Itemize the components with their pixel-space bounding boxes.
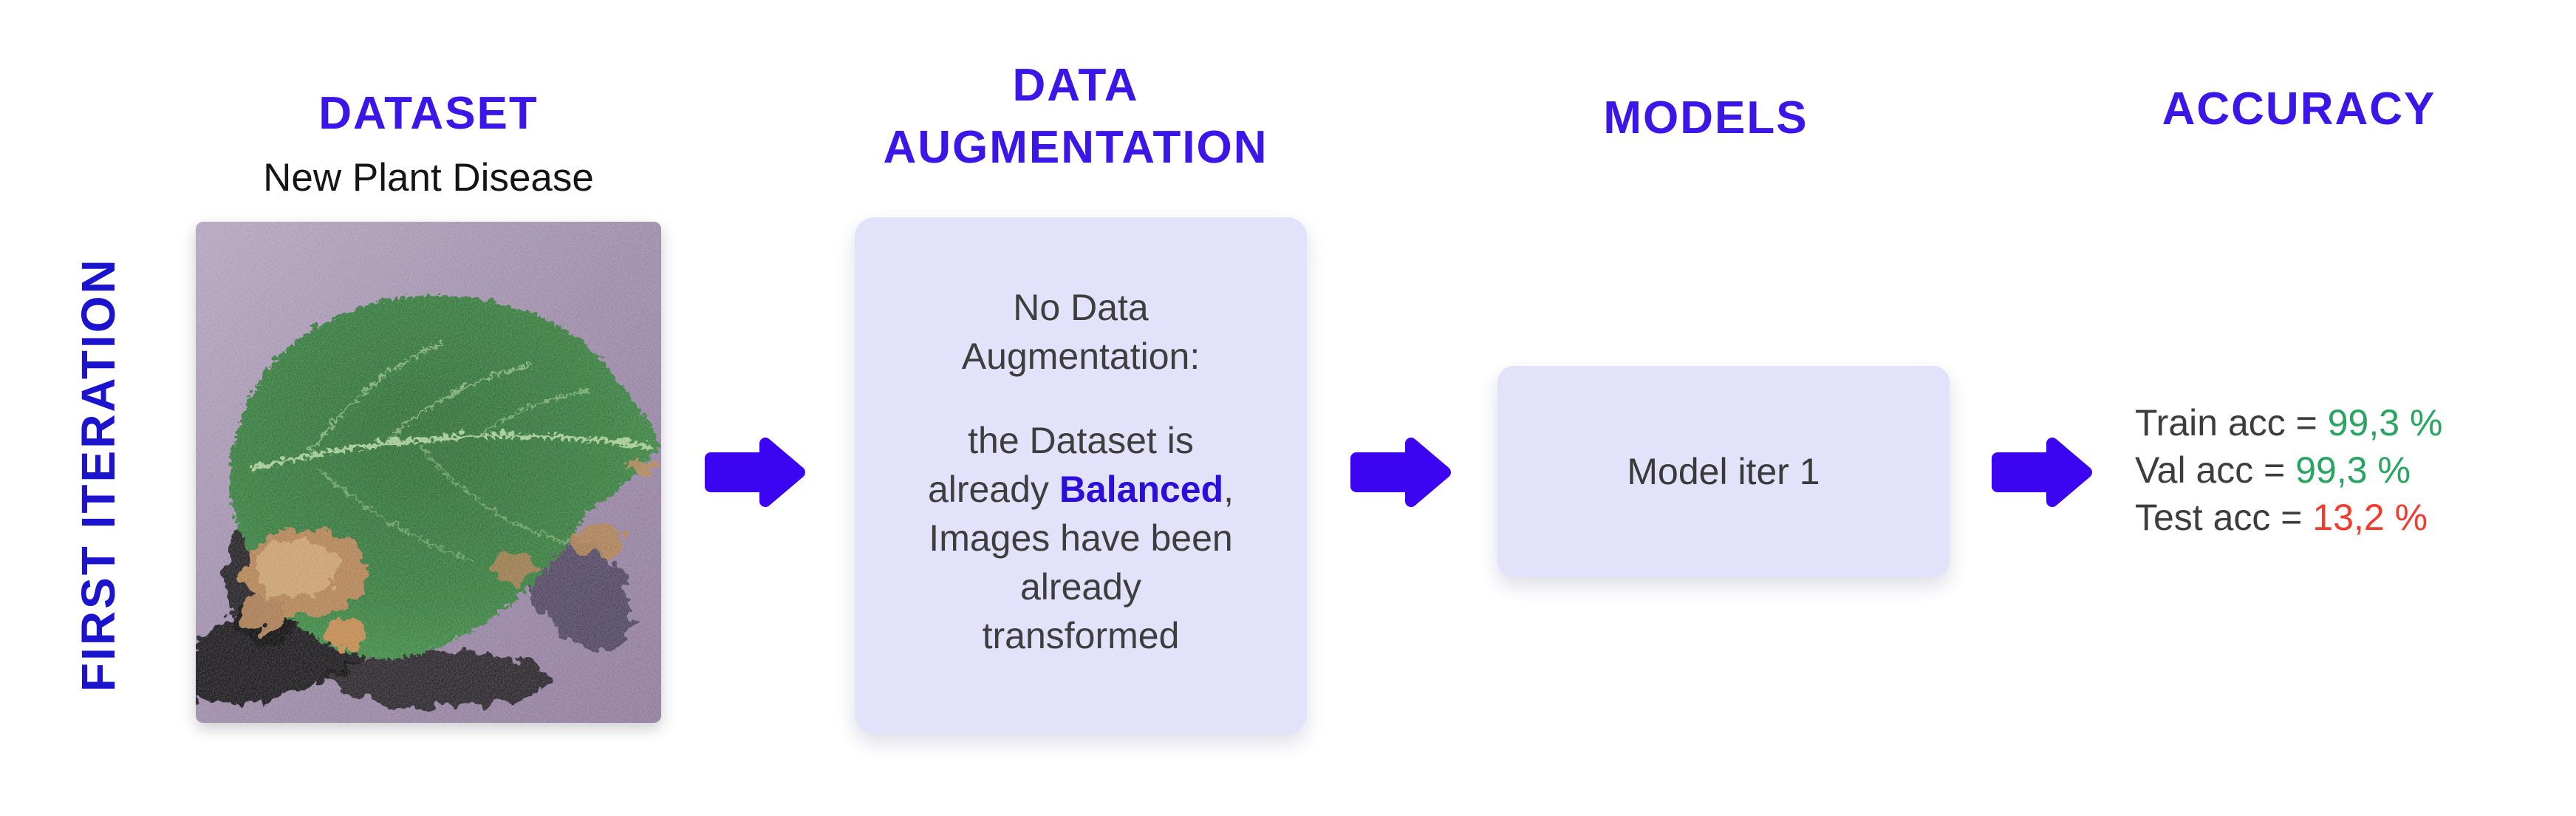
accuracy-label: Val acc = (2135, 449, 2296, 491)
accuracy-row-test: Test acc = 13,2 % (2135, 494, 2442, 541)
note-line: No Data (1013, 286, 1149, 328)
note-segment: already (927, 468, 1059, 510)
note-line: the Dataset is (968, 419, 1194, 461)
note-line: Images have been (929, 517, 1233, 559)
accuracy-row-val: Val acc = 99,3 % (2135, 446, 2442, 494)
leaf-photo: Green serrated leaf with brown disease s… (196, 222, 661, 723)
accuracy-value: 99,3 % (2327, 402, 2443, 443)
column-header-augmentation: DATA AUGMENTATION (883, 55, 1268, 179)
header-line-2: AUGMENTATION (883, 122, 1268, 173)
iteration-label: FIRST ITERATION (72, 257, 125, 693)
accuracy-row-train: Train acc = 99,3 % (2135, 399, 2442, 446)
model-box: Model iter 1 (1497, 366, 1950, 577)
accuracy-label: Train acc = (2135, 402, 2328, 443)
column-header-models: MODELS (1603, 92, 1808, 143)
dataset-caption: New Plant Disease (263, 156, 594, 200)
flow-arrow-icon (1992, 438, 2092, 507)
note-line: Augmentation: (961, 335, 1200, 377)
flow-arrow-icon (705, 438, 805, 507)
balanced-highlight: Balanced (1059, 468, 1224, 510)
accuracy-value: 13,2 % (2312, 497, 2428, 538)
accuracy-label: Test acc = (2135, 497, 2313, 538)
augmentation-note-box: No Data Augmentation: the Dataset is alr… (855, 217, 1307, 734)
accuracy-results: Train acc = 99,3 % Val acc = 99,3 % Test… (2135, 399, 2442, 541)
augmentation-note-text: No Data Augmentation: the Dataset is alr… (928, 283, 1234, 669)
note-line: already Balanced, (928, 465, 1234, 514)
note-line: transformed (982, 614, 1180, 656)
column-header-dataset: DATASET (318, 88, 539, 139)
flow-arrow-icon (1350, 438, 1451, 507)
column-header-accuracy: ACCURACY (2162, 84, 2436, 135)
note-segment: , (1223, 468, 1234, 510)
model-box-label: Model iter 1 (1627, 451, 1820, 492)
note-line: already (1020, 565, 1141, 608)
accuracy-value: 99,3 % (2295, 449, 2411, 491)
note-blank-line (928, 381, 1234, 416)
header-line-1: DATA (1012, 60, 1139, 111)
photo-grain (196, 222, 661, 723)
